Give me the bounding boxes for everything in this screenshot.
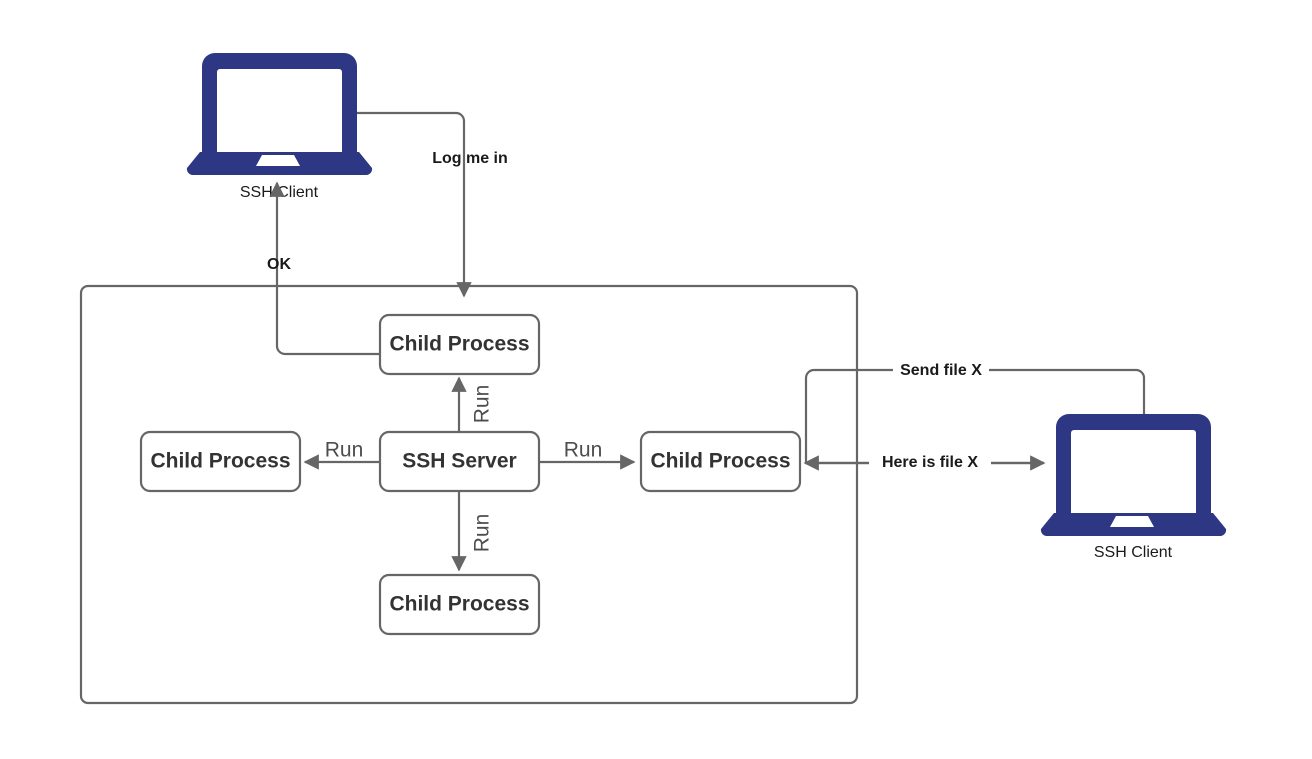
child-process-top-node[interactable]: Child Process [378, 313, 541, 376]
laptop-screen-icon [202, 53, 357, 152]
ssh-server-node[interactable]: SSH Server [378, 430, 541, 493]
ssh-server-label: SSH Server [402, 450, 516, 473]
edge-here-is-file-label: Here is file X [882, 454, 978, 471]
ssh-client-right-caption: SSH Client [1094, 544, 1173, 561]
ssh-server-box[interactable] [378, 430, 541, 493]
child-process-top-box[interactable] [378, 313, 541, 376]
edge-run-left-label: Run [325, 439, 364, 462]
laptop-notch-icon-right [1110, 516, 1154, 527]
ssh-client-top-caption: SSH Client [240, 184, 319, 201]
child-process-right-box[interactable] [639, 430, 802, 493]
edge-ok-label: OK [267, 256, 291, 273]
edge-send-file-label-text: Send file X [900, 362, 982, 379]
child-process-bottom-node[interactable]: Child Process [378, 573, 541, 636]
laptop-notch-icon [256, 155, 300, 166]
edge-log-me-in-line [357, 111, 472, 298]
child-process-left-box[interactable] [139, 430, 302, 493]
edge-log-me-in-label: Log me in [432, 150, 508, 167]
child-process-left-label: Child Process [150, 450, 290, 473]
here-is-file-label-backdrop [869, 453, 991, 473]
child-process-right-label: Child Process [650, 450, 790, 473]
ssh-client-top-laptop: SSH Client [186, 53, 373, 201]
edge-run-up-label: Run [471, 385, 494, 424]
child-process-top-label: Child Process [389, 333, 529, 356]
child-process-bottom-box[interactable] [378, 573, 541, 636]
ssh-client-right-laptop: SSH Client [1040, 414, 1227, 561]
child-process-right-node[interactable]: Child Process [639, 430, 802, 493]
child-process-bottom-label: Child Process [389, 593, 529, 616]
send-file-label-backdrop [893, 361, 989, 381]
edge-run-right-label: Run [564, 439, 603, 462]
edge-run-down-label: Run [471, 514, 494, 553]
child-process-left-node[interactable]: Child Process [139, 430, 302, 493]
laptop-screen-icon-right [1056, 414, 1211, 513]
edge-ok-line [269, 181, 380, 356]
